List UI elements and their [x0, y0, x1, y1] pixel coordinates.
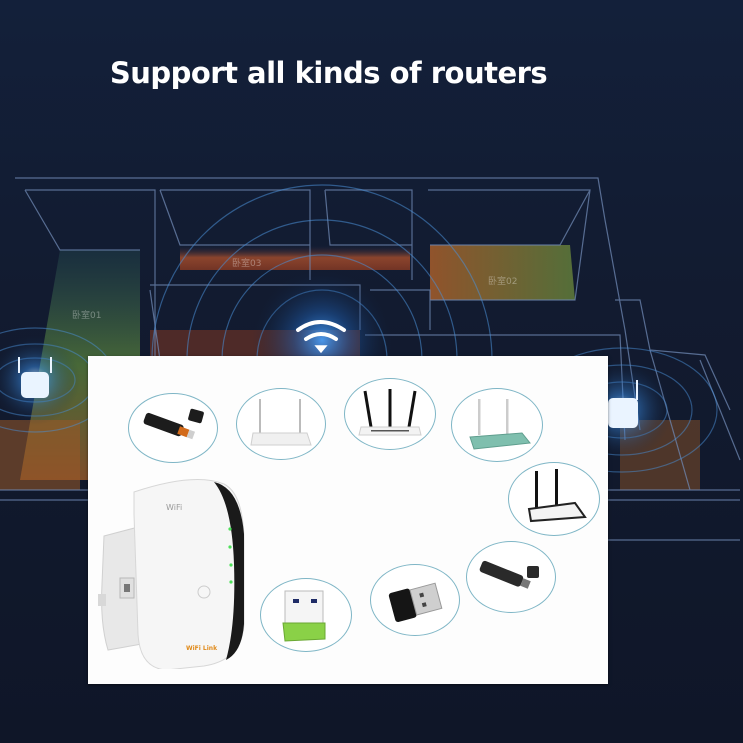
device-bubble-usb-dongle-black [466, 541, 556, 613]
headline: Support all kinds of routers [109, 56, 548, 90]
device-bubble-usb-nano-adapter-black [370, 564, 460, 636]
room-label-1: 卧室01 [72, 309, 101, 321]
device-bubble-router-3-antenna-black [344, 378, 436, 450]
device-top-label: WiFi [166, 503, 182, 512]
device-bubble-usb-nano-adapter-green [260, 578, 352, 652]
compatibility-panel: WiFi WiFi Link [88, 356, 608, 684]
wifi-icon [296, 320, 346, 354]
device-bubble-usb-3g-dongle [128, 393, 218, 463]
wifi-repeater-device: WiFi WiFi Link [98, 479, 245, 669]
device-bubble-router-2-antenna-teal [451, 388, 543, 462]
device-bubble-router-2-antenna-stand [508, 462, 600, 536]
device-brand-label: WiFi Link [186, 645, 218, 652]
room-label-2: 卧室02 [488, 275, 517, 287]
repeater-icon-left [18, 357, 52, 398]
room-label-3: 卧室03 [232, 257, 261, 269]
device-bubble-router-2-antenna-white [236, 388, 326, 460]
repeater-icon-right [608, 380, 638, 428]
